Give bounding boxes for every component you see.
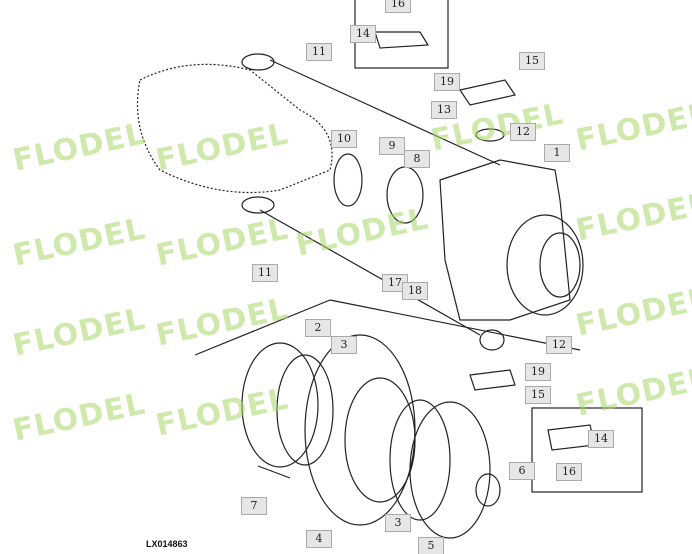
callout-6: 6	[509, 462, 535, 480]
callout-18: 18	[402, 282, 428, 300]
axis-line	[329, 299, 581, 351]
bearing-12	[475, 128, 505, 142]
callout-1: 1	[544, 144, 570, 162]
axis-line	[259, 209, 481, 336]
callout-15: 15	[519, 52, 545, 70]
callout-14: 14	[588, 430, 614, 448]
hub-bore	[344, 377, 416, 503]
knuckle-spindle	[506, 214, 584, 316]
wheel-hub	[304, 334, 416, 526]
callout-12: 12	[546, 336, 572, 354]
callout-11: 11	[252, 264, 278, 282]
bolt-7	[257, 465, 291, 479]
seal-lower	[241, 196, 275, 214]
callout-14: 14	[350, 25, 376, 43]
callout-10: 10	[331, 130, 357, 148]
callout-8: 8	[404, 150, 430, 168]
callout-12: 12	[510, 123, 536, 141]
seal-upper	[241, 53, 275, 71]
callout-9: 9	[379, 137, 405, 155]
steering-knuckle	[439, 159, 571, 321]
kingpin-cap-19-lower	[469, 369, 516, 391]
axis-line	[269, 59, 501, 166]
callout-13: 13	[431, 101, 457, 119]
callout-16: 16	[556, 463, 582, 481]
kingpin-cap-19	[459, 79, 516, 106]
axis-line	[194, 299, 331, 356]
inset-bottom-right	[531, 407, 643, 493]
callout-19: 19	[434, 73, 460, 91]
callout-17: 17	[382, 274, 408, 292]
kingpin-cap-inset	[374, 31, 430, 49]
seal-10	[333, 153, 363, 207]
callout-11: 11	[306, 43, 332, 61]
callout-5: 5	[418, 537, 444, 554]
bearing-3-lower	[389, 399, 451, 521]
bearing-12-lower	[479, 329, 505, 351]
callout-19: 19	[525, 363, 551, 381]
callout-4: 4	[306, 530, 332, 548]
callout-3: 3	[385, 514, 411, 532]
drawing-code: LX014863	[146, 539, 188, 549]
seal-2	[241, 342, 319, 468]
snap-ring-6	[475, 473, 501, 507]
bearing-3	[276, 354, 334, 466]
ring-5	[409, 401, 491, 539]
callout-3: 3	[331, 336, 357, 354]
callout-7: 7	[241, 497, 267, 515]
callout-15: 15	[525, 386, 551, 404]
spindle-splines	[539, 232, 581, 298]
axle-housing	[137, 63, 333, 194]
callout-2: 2	[305, 319, 331, 337]
callout-16: 16	[385, 0, 411, 13]
